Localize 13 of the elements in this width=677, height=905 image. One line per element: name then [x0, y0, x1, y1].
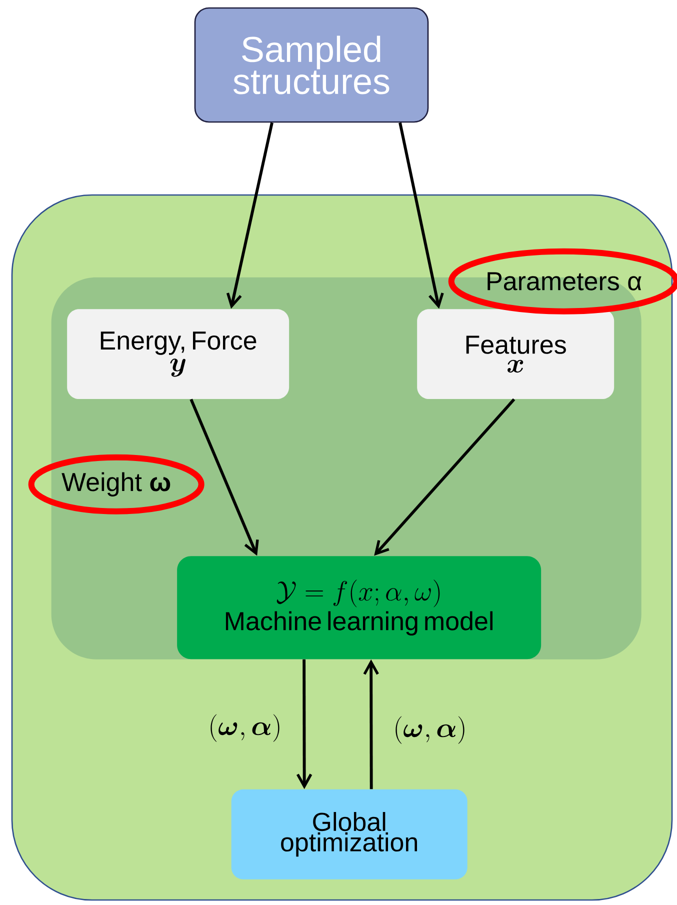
process-box: Features $\boldsymbol{x}$: [417, 309, 614, 400]
process-box: Energy, Force $\boldsymbol{y}$: [67, 309, 290, 400]
arrow: [374, 398, 516, 556]
process-box: Sampled structures: [194, 7, 429, 123]
arrow: [190, 398, 259, 556]
arrow: [363, 659, 379, 790]
arrow: [296, 659, 312, 790]
edge-label: $(\boldsymbol{\omega},\boldsymbol{\alpha})$: [392, 714, 468, 746]
arrow: [398, 122, 444, 309]
arrow: [226, 122, 274, 309]
process-box: Global optimization: [231, 789, 468, 880]
edge-label: $(\boldsymbol{\omega},\boldsymbol{\alpha})$: [206, 712, 284, 744]
model-box: $\mathcal{Y} = f(x;\alpha,\omega)$ Machine learning model: [177, 556, 542, 660]
